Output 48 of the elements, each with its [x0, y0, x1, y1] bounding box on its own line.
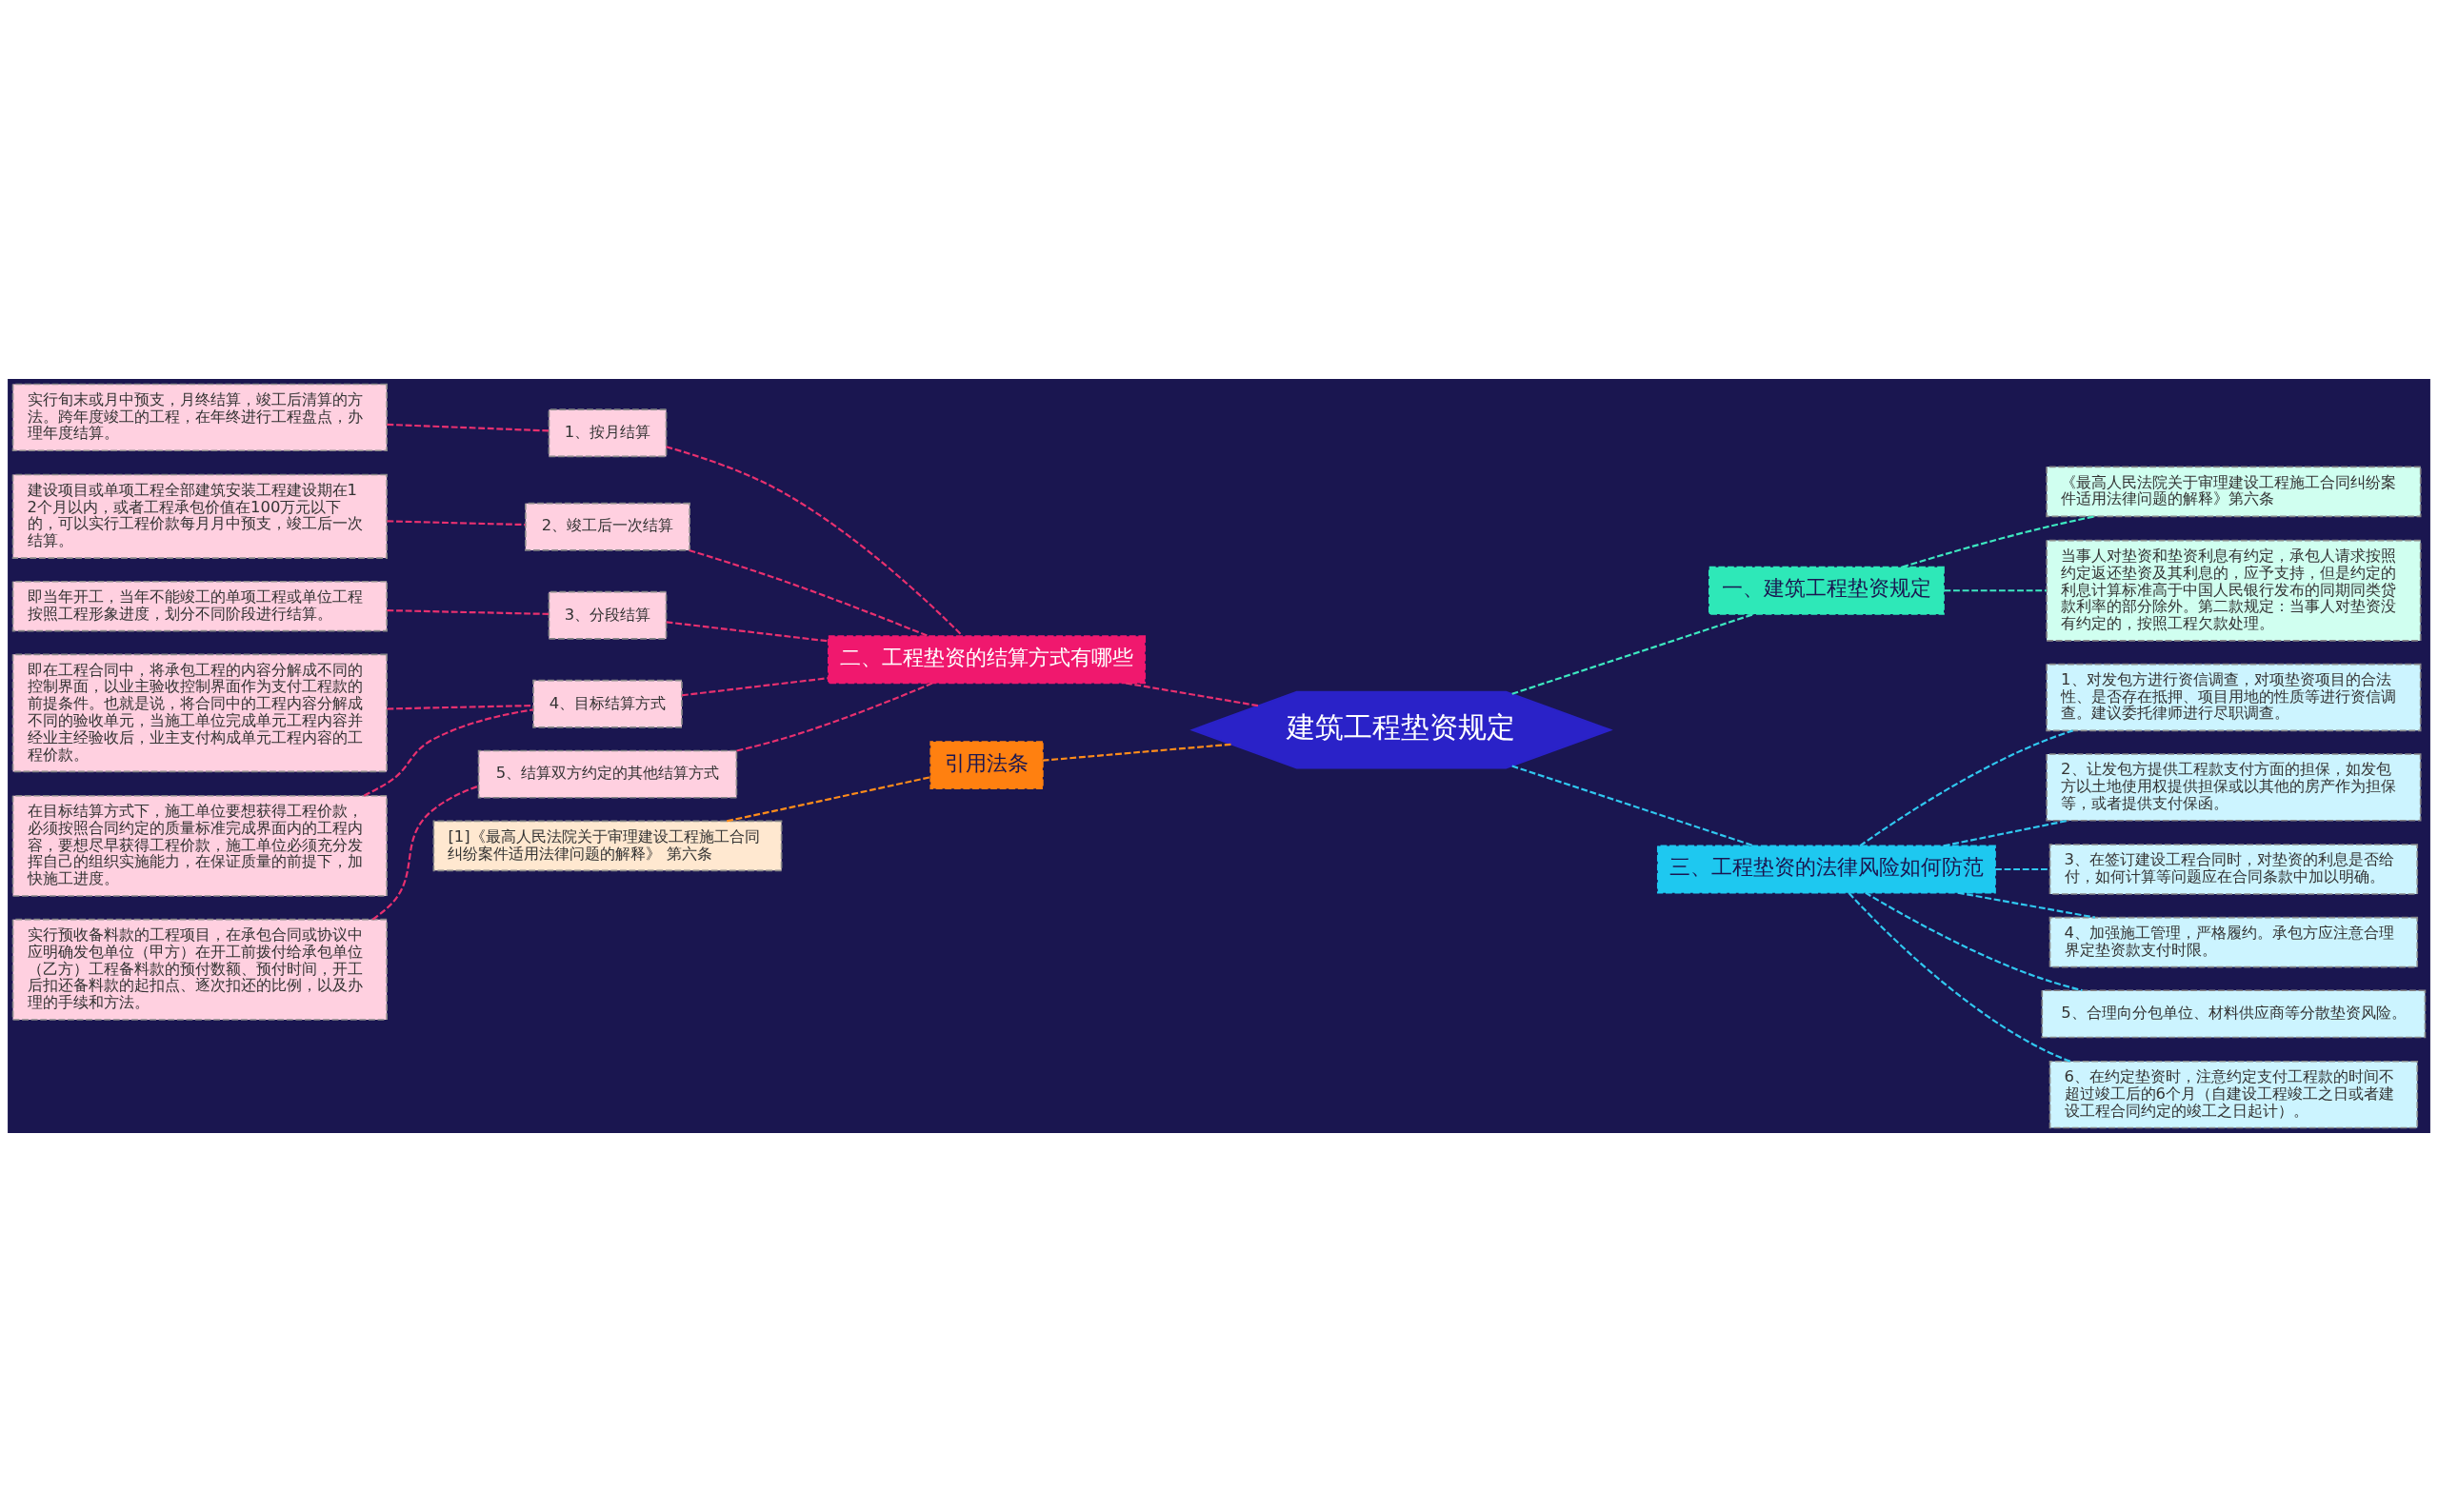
connector — [371, 785, 479, 921]
node-box: 6、在约定垫资时，注意约定支付工程款的时间不超过竣工后的6个月（自建设工程竣工之日或者建设工程合同约定的竣工之日起计）。 — [2048, 1060, 2419, 1129]
connector — [1995, 867, 2050, 871]
node-box: 3、分段结算 — [548, 590, 668, 640]
connector — [387, 423, 550, 432]
node-box: 4、目标结算方式 — [532, 679, 683, 728]
connector — [1848, 892, 2071, 1063]
node-box: 1、对发包方进行资信调查，对项垫资项目的合法性、是否存在抵押、项目用地的性质等进行资信调查。建议委托律师进行尽职调查。 — [2046, 663, 2422, 732]
connector — [363, 708, 533, 797]
node-box: 5、合理向分包单位、材料供应商等分散垫资风险。 — [2041, 989, 2427, 1039]
node-box: 即当年开工，当年不能竣工的单项工程或单位工程按照工程形象进度，划分不同阶段进行结算。 — [11, 580, 388, 632]
connector — [666, 446, 964, 637]
connector — [666, 621, 829, 643]
connector — [689, 548, 929, 638]
node-box: 三、工程垫资的法律风险如何防范 — [1656, 845, 1996, 894]
node-box: 实行预收备料款的工程项目，在承包合同或协议中应明确发包单位（甲方）在开工前拨付给承包单位（乙方）工程备料款的预付数额、预付时间，开工后扣还备料款的起扣点、逐次扣还的比例，以及办理的手续和方法。 — [11, 918, 388, 1021]
node-box: 二、工程垫资的结算方式有哪些 — [828, 635, 1147, 685]
node-box: 4、加强施工管理，严格履约。承包方应注意合理界定垫资款支付时限。 — [2048, 916, 2419, 968]
connector — [736, 682, 933, 752]
connector — [1859, 729, 2073, 847]
connector — [1944, 589, 2047, 592]
node-box: 引用法条 — [929, 741, 1044, 790]
node-box: 实行旬末或月中预支，月终结算，竣工后清算的方法。跨年度竣工的工程，在年终进行工程盘点，办理年度结算。 — [11, 383, 388, 452]
node-box: 当事人对垫资和垫资利息有约定，承包人请求按照约定返还垫资及其利息的，应予支持，但是约定的利息计算标准高于中国人民银行发布的同期同类贷款利率的部分除外。第二款规定：当事人对垫资没有约定的，按照工程欠款处理。 — [2046, 539, 2422, 642]
node-box: 在目标结算方式下，施工单位要想获得工程价款，必须按照合同约定的质量标准完成界面内的工程内容，要想尽早获得工程价款，施工单位必须充分发挥自己的组织实施能力，在保证质量的前提下，加快施工进度。 — [11, 794, 388, 897]
node-box: 2、竣工后一次结算 — [525, 502, 690, 551]
node-box: 5、结算双方约定的其他结算方式 — [477, 749, 738, 799]
node-box: 《最高人民法院关于审理建设工程施工合同纠纷案件适用法律问题的解释》第六条 — [2046, 466, 2422, 518]
connector — [1902, 515, 2095, 568]
node-box: 2、让发包方提供工程款支付方面的担保，如发包方以土地使用权提供担保或以其他的房产作为担保等，或者提供支付保函。 — [2046, 753, 2422, 822]
connector — [387, 609, 550, 615]
connector — [387, 704, 533, 710]
node-box: 即在工程合同中，将承包工程的内容分解成不同的控制界面，以业主验收控制界面作为支付工程款的前提条件。也就是说，将合同中的工程内容分解成不同的验收单元，当施工单位完成单元工程内容并经业主经验收后，业主支付构成单元工程内容的工程价款。 — [11, 653, 388, 773]
connector — [1943, 819, 2069, 847]
node-box: [1]《最高人民法院关于审理建设工程施工合同纠纷案件适用法律问题的解释》 第六条 — [432, 820, 783, 872]
connector — [1865, 891, 2083, 992]
node-box: 3、在签订建设工程合同时，对垫资的利息是否给付，如何计算等问题应在合同条款中加以明确。 — [2048, 844, 2419, 895]
connector — [681, 677, 829, 697]
node-box: 一、建筑工程垫资规定 — [1709, 566, 1945, 615]
connector — [387, 520, 526, 527]
node-box: 1、按月结算 — [548, 408, 668, 458]
connector — [726, 776, 931, 823]
connector — [1511, 765, 1755, 847]
connector — [1125, 682, 1259, 707]
node-box: 建设项目或单项工程全部建筑安装工程建设期在12个月以内，或者工程承包价值在100万元以下的，可以实行工程价款每月月中预支，竣工后一次结算。 — [11, 473, 388, 559]
connector — [1957, 891, 2096, 919]
connector — [1511, 612, 1755, 695]
connector — [1042, 743, 1232, 762]
